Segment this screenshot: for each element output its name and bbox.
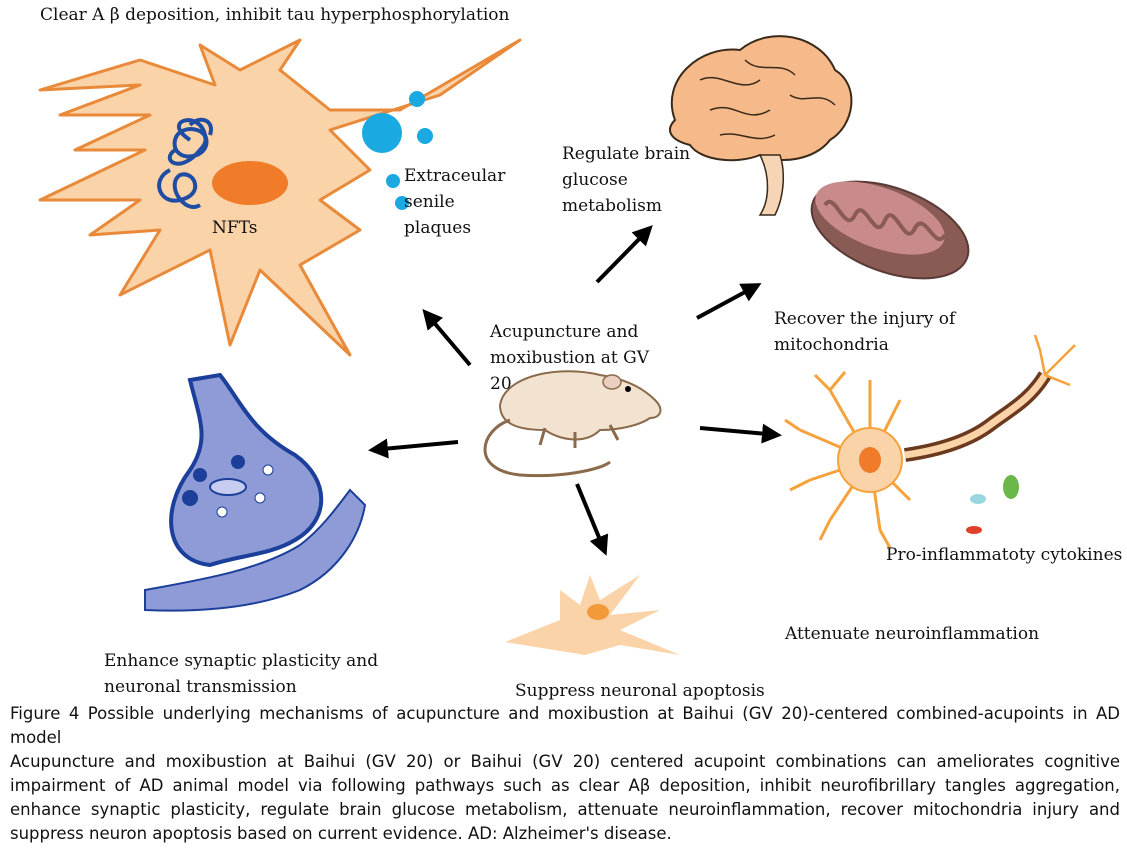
label-cytokines: Pro-inflammatoty cytokines (886, 545, 1123, 565)
neuron-nfts-illustration (38, 38, 522, 357)
inflamed-neuron-illustration (784, 334, 1076, 549)
label-nfts: NFTs (212, 218, 258, 238)
label-plaques: Extraceular senile plaques (404, 166, 506, 238)
arrow-to-mitochondria (696, 283, 762, 320)
label-brain-glucose: Regulate brain glucose metabolism (562, 144, 691, 216)
caption-body: Acupuncture and moxibustion at Baihui (G… (10, 752, 1120, 843)
mouse-illustration (483, 370, 662, 478)
apoptotic-neuron-illustration (505, 575, 680, 655)
plaque-large (362, 113, 402, 153)
arrow-to-synapse (368, 438, 459, 459)
plaque-small (409, 91, 425, 107)
arrow-to-inflammation (699, 423, 782, 444)
label-clear-abeta: Clear A β deposition, inhibit tau hyperp… (40, 5, 510, 25)
synapse-illustration (144, 372, 367, 612)
arrow-to-nfts (422, 308, 472, 367)
arrow-to-brain (595, 225, 653, 284)
plaque-small (417, 128, 433, 144)
label-center: Acupuncture and moxibustion at GV 20 (490, 322, 650, 394)
label-apoptosis: Suppress neuronal apoptosis (515, 681, 765, 701)
mitochondria-illustration (810, 180, 970, 280)
label-neuroinflammation: Attenuate neuroinflammation (785, 624, 1040, 644)
label-synaptic: Enhance synaptic plasticity and neuronal… (104, 651, 379, 697)
neurofibrillary-tangle (157, 117, 213, 209)
brain-illustration (669, 35, 853, 216)
neuron-nucleus (212, 161, 288, 205)
label-mitochondria: Recover the injury of mitochondria (774, 309, 956, 355)
plaque-small (395, 196, 409, 210)
mechanism-diagram (38, 35, 1076, 655)
caption-title: Figure 4 Possible underlying mechanisms … (10, 704, 1120, 747)
plaque-small (386, 174, 400, 188)
arrow-to-apoptosis (575, 483, 609, 556)
figure-caption: Figure 4 Possible underlying mechanisms … (10, 702, 1120, 846)
